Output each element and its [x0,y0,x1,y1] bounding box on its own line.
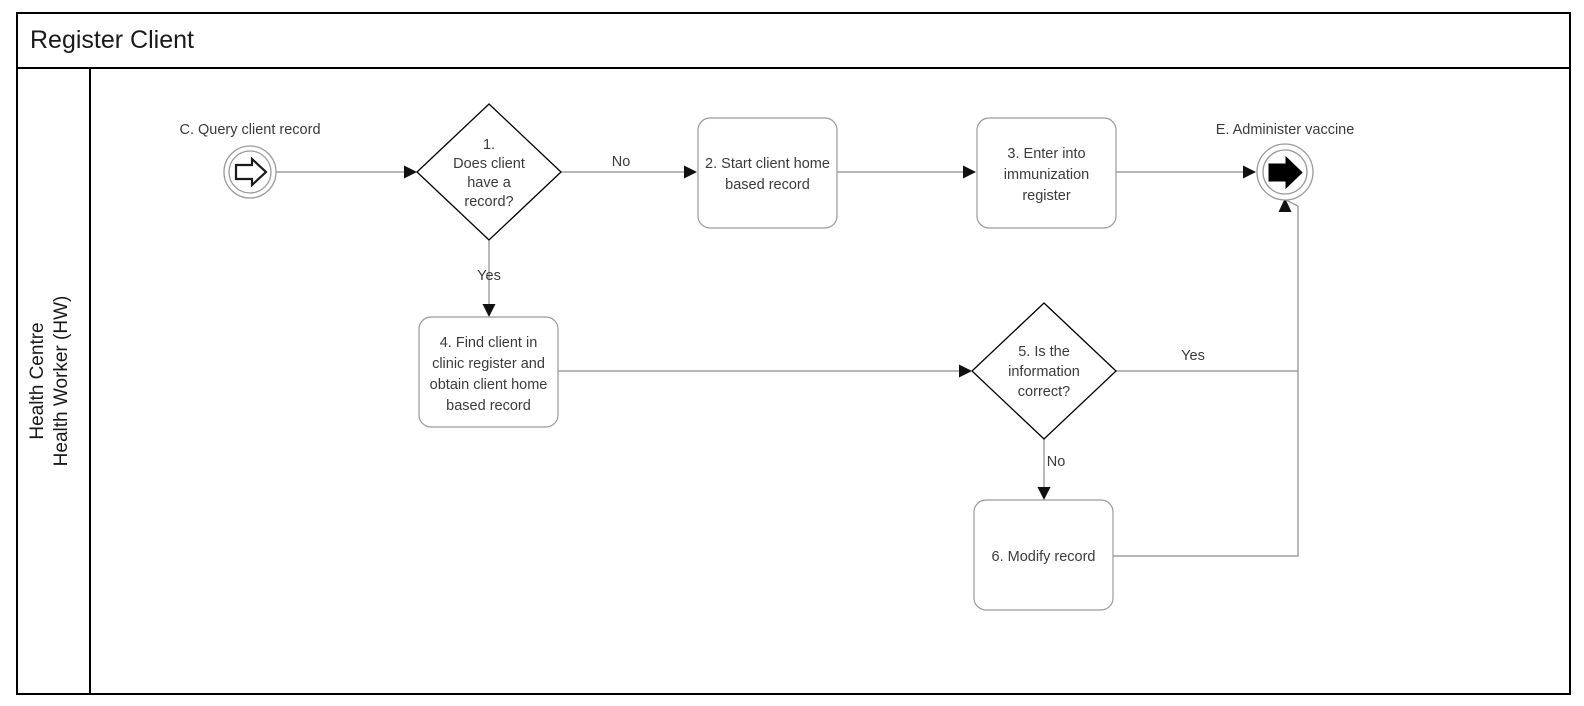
gateway-1-diamond [416,103,562,241]
sequence-flows: No Yes [276,154,1299,557]
task-3-label-line-2: immunization [1004,167,1089,183]
flow-gateway-5-no-to-task-6: No [1037,439,1066,500]
gateway-5-diamond [971,302,1117,440]
start-event[interactable]: C. Query client record [179,122,321,199]
flow-arrowhead [404,165,417,179]
flow-arrowhead [959,364,972,378]
pool-title: Register Client [30,26,194,54]
start-event-label: C. Query client record [179,122,320,138]
gateway-1-label-line-1: 1. [483,137,495,153]
end-event[interactable]: E. Administer vaccine [1216,122,1355,201]
gateway-5-is-the-information-correct[interactable]: 5. Is the information correct? [971,302,1117,440]
task-3-box [976,117,1117,229]
flow-line-segment [1116,206,1299,372]
hollow-right-arrow-icon [234,156,268,188]
task-2-box [697,117,838,229]
flow-task-6-to-end-event [1113,371,1299,557]
gateway-1-label-line-3: have a [467,175,511,191]
gateway-1-label-line-4: record? [464,194,513,210]
task-2-start-client-home-based-record[interactable]: 2. Start client home based record [697,117,838,229]
task-3-enter-into-immunization-register[interactable]: 3. Enter into immunization register [976,117,1117,229]
pool-frame [16,12,1571,695]
edge-label-yes-2: Yes [1181,348,1205,364]
flow-task-3-to-end-event [1116,165,1256,179]
task-3-label-line-1: 3. Enter into [1007,146,1085,162]
flow-arrowhead [1037,487,1051,500]
task-6-label-line-1: 6. Modify record [992,549,1096,565]
task-4-label-line-3: obtain client home [430,377,548,393]
gateway-1-does-client-have-a-record[interactable]: 1. Does client have a record? [416,103,562,241]
gateway-1-label-line-2: Does client [453,156,525,172]
flow-gateway-1-no-to-task-2: No [561,154,697,179]
flow-arrowhead [684,165,697,179]
task-4-label-line-2: clinic register and [432,356,545,372]
flow-start-to-gateway-1 [276,165,417,179]
flow-line-joint [1285,199,1299,207]
flow-gateway-5-yes-to-end-event: Yes [1116,198,1299,372]
task-4-find-client-in-clinic-register[interactable]: 4. Find client in clinic register and ob… [418,316,559,428]
flow-task-2-to-task-3 [837,165,976,179]
task-4-label-line-1: 4. Find client in [440,335,538,351]
task-4-box [418,316,559,428]
flow-arrowhead [963,165,976,179]
task-2-label-line-2: based record [725,177,810,193]
gateway-5-label-line-2: information [1008,364,1080,380]
flow-arrowhead [482,304,496,317]
pool-outer-border [16,12,1571,695]
task-6-box [973,499,1114,611]
edge-label-yes-1: Yes [477,268,501,284]
edge-label-no-2: No [1047,454,1066,470]
task-6-modify-record[interactable]: 6. Modify record [973,499,1114,611]
edge-label-no-1: No [612,154,631,170]
flow-arrowhead [1243,165,1256,179]
lane-label-line-1: Health Centre [27,322,48,439]
task-3-label-line-3: register [1022,188,1071,204]
flow-gateway-1-yes-to-task-4: Yes [477,240,501,317]
lane-label-group: Health Centre Health Worker (HW) [27,296,72,467]
gateway-5-label-line-1: 5. Is the [1018,344,1070,360]
lane-label-line-2: Health Worker (HW) [51,296,72,467]
task-2-label-line-1: 2. Start client home [705,156,830,172]
gateway-5-label-line-3: correct? [1018,384,1070,400]
task-4-label-line-4: based record [446,398,531,414]
solid-right-arrow-icon [1268,155,1303,190]
flow-line-segment [1113,371,1299,557]
flow-task-4-to-gateway-5 [558,364,972,378]
end-event-label: E. Administer vaccine [1216,122,1355,138]
flow-arrowhead [1278,198,1292,212]
